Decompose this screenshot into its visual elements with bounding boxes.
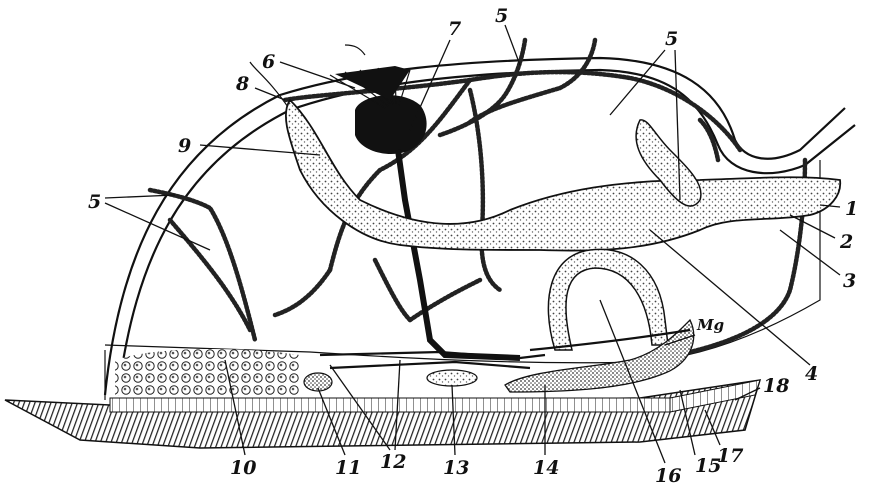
label-10: 10 [230, 457, 256, 479]
label-16: 16 [655, 465, 681, 487]
label-14: 14 [533, 457, 559, 479]
label-18: 18 [763, 375, 789, 397]
label-7: 7 [448, 18, 461, 40]
label-11: 11 [335, 457, 361, 479]
egg-cluster [115, 349, 300, 395]
label-17: 17 [717, 445, 743, 467]
label-12: 12 [380, 451, 406, 473]
label-9: 9 [178, 135, 191, 157]
label-4: 4 [805, 363, 818, 385]
label-5-top: 5 [495, 5, 508, 27]
label-5-left: 5 [88, 191, 101, 213]
label-mg: Mg [696, 316, 724, 334]
brain-ganglion [355, 95, 427, 154]
label-8: 8 [235, 73, 249, 95]
label-3: 3 [843, 270, 856, 292]
label-2: 2 [839, 231, 853, 253]
bulb-13 [427, 370, 477, 386]
label-6: 6 [262, 51, 275, 73]
label-1: 1 [845, 198, 858, 220]
label-13: 13 [443, 457, 469, 479]
label-5-right: 5 [665, 28, 678, 50]
nerve-cord [398, 150, 520, 358]
